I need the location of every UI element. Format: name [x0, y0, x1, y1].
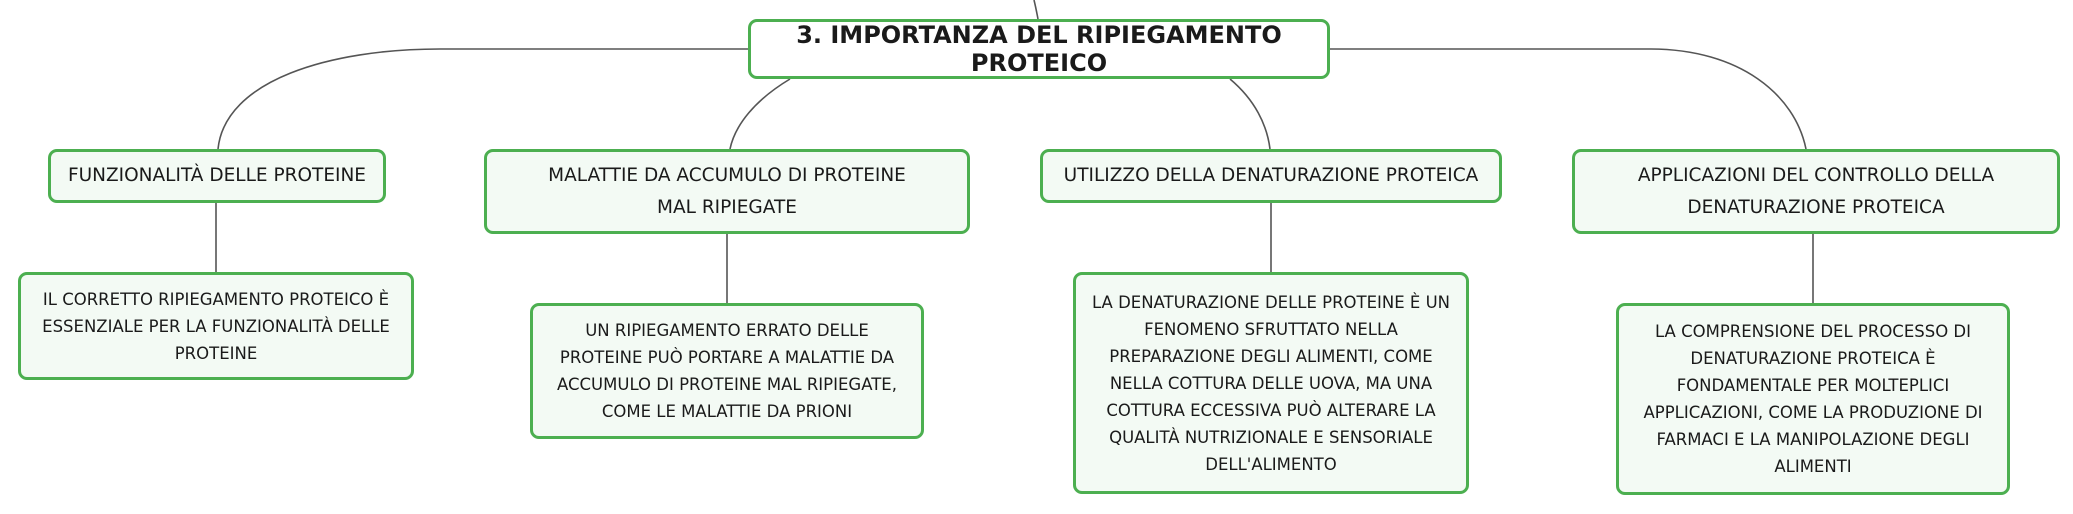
topic-label: UTILIZZO DELLA DENATURAZIONE PROTEICA — [1063, 165, 1479, 186]
detail-text: UN RIPIEGAMENTO ERRATO DELLE PROTEINE PU… — [557, 321, 897, 421]
connector-root-topic-2 — [729, 78, 791, 150]
topic-label: MALATTIE DA ACCUMULO DI PROTEINE MAL RIP… — [548, 164, 906, 218]
connector-root-topic-3 — [1229, 78, 1271, 150]
detail-text: IL CORRETTO RIPIEGAMENTO PROTEICO È ESSE… — [42, 289, 390, 363]
topic-node-diseases[interactable]: MALATTIE DA ACCUMULO DI PROTEINE MAL RIP… — [484, 149, 970, 234]
detail-node-diseases[interactable]: UN RIPIEGAMENTO ERRATO DELLE PROTEINE PU… — [530, 303, 924, 439]
connector-root-topic-1 — [217, 48, 748, 150]
connector-root-topic-4 — [1330, 48, 1807, 150]
topic-node-applications[interactable]: APPLICAZIONI DEL CONTROLLO DELLA DENATUR… — [1572, 149, 2060, 234]
detail-node-denaturation-use[interactable]: LA DENATURAZIONE DELLE PROTEINE È UN FEN… — [1073, 272, 1469, 494]
topic-label: APPLICAZIONI DEL CONTROLLO DELLA DENATUR… — [1637, 164, 1995, 218]
detail-text: LA DENATURAZIONE DELLE PROTEINE È UN FEN… — [1091, 292, 1451, 474]
detail-text: LA COMPRENSIONE DEL PROCESSO DI DENATURA… — [1643, 322, 1983, 476]
detail-node-applications[interactable]: LA COMPRENSIONE DEL PROCESSO DI DENATURA… — [1616, 303, 2010, 495]
root-node[interactable]: 3. IMPORTANZA DEL RIPIEGAMENTO PROTEICO — [748, 19, 1330, 79]
root-title: 3. IMPORTANZA DEL RIPIEGAMENTO PROTEICO — [796, 21, 1282, 77]
topic-node-denaturation-use[interactable]: UTILIZZO DELLA DENATURAZIONE PROTEICA — [1040, 149, 1502, 203]
detail-node-functionality[interactable]: IL CORRETTO RIPIEGAMENTO PROTEICO È ESSE… — [18, 272, 414, 380]
connector-parent-up — [1033, 0, 1039, 20]
topic-node-functionality[interactable]: FUNZIONALITÀ DELLE PROTEINE — [48, 149, 386, 203]
topic-label: FUNZIONALITÀ DELLE PROTEINE — [67, 165, 367, 186]
